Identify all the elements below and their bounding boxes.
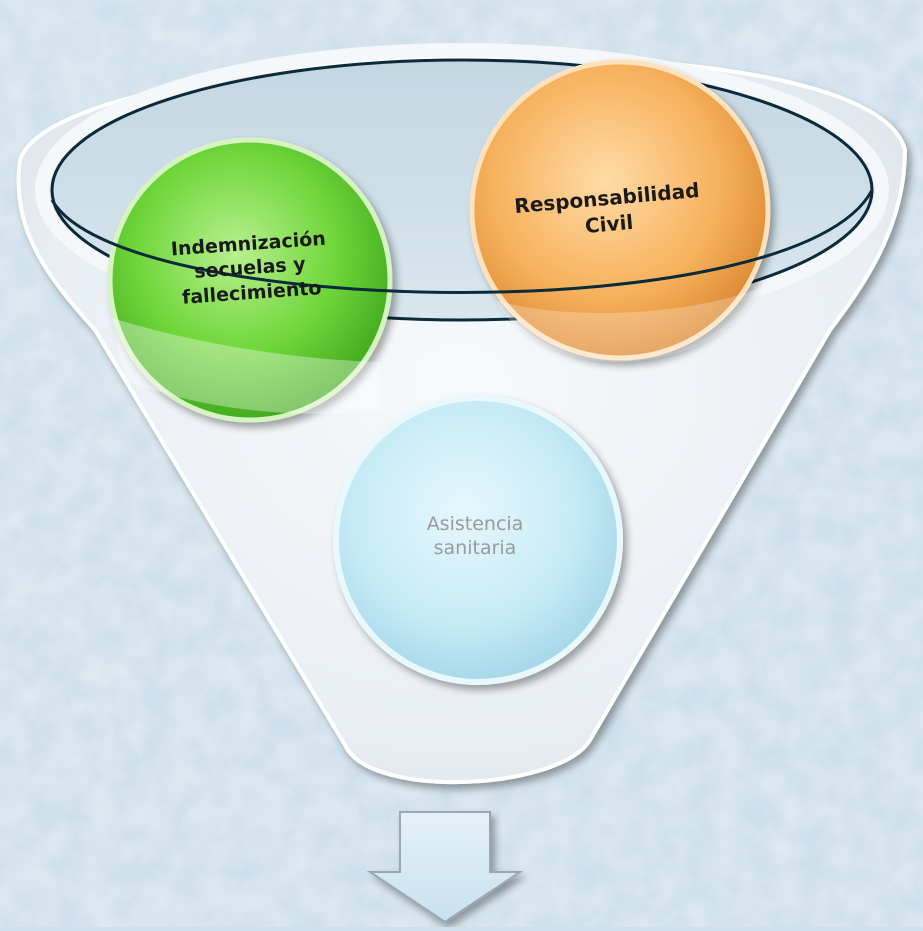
circle-responsabilidad <box>469 59 771 361</box>
funnel-rim <box>35 43 889 337</box>
down-arrow-icon <box>366 811 524 924</box>
funnel-opening-front-edge <box>50 189 874 294</box>
circle-asistencia <box>333 395 623 685</box>
circle-indemnizacion <box>107 137 393 423</box>
orange-glass-overlay <box>495 288 760 362</box>
green-glass-overlay <box>112 318 380 414</box>
label-asistencia: Asistencia sanitaria <box>426 513 524 560</box>
